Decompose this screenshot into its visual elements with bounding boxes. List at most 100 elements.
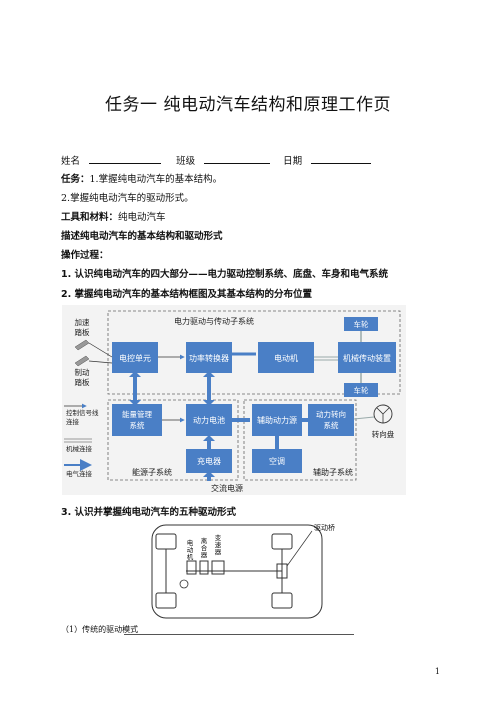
ecu-energy-mgmt-arrow-down bbox=[129, 400, 141, 406]
vehicle-outline bbox=[151, 524, 323, 619]
accel-pedal-label-1: 加速 bbox=[75, 317, 90, 327]
front-right-wheel bbox=[271, 533, 293, 550]
task-line-1: 任务：1.掌握纯电动汽车的基本结构。 bbox=[61, 171, 222, 185]
step-1: 1. 认识纯电动汽车的四大部分——电力驱动控制系统、底盘、车身和电气系统 bbox=[61, 269, 389, 280]
ac-box bbox=[252, 449, 302, 473]
name-label: 姓名 bbox=[61, 156, 81, 167]
rear-right-wheel bbox=[271, 592, 293, 609]
steering-wheel-spoke-2 bbox=[382, 407, 390, 415]
drive-axle-block bbox=[276, 563, 288, 579]
task-label: 任务： bbox=[61, 174, 90, 185]
class-field[interactable] bbox=[204, 154, 271, 164]
steering-wheel-label: 转向盘 bbox=[372, 429, 395, 439]
clutch-label-1: 离 bbox=[201, 536, 208, 545]
page-number: 1 bbox=[434, 667, 440, 676]
gearbox-block bbox=[211, 560, 225, 575]
energy-mgmt-box bbox=[112, 404, 162, 436]
drive-axle-label: 驱动桥 bbox=[314, 523, 335, 532]
motor-label-2: 动 bbox=[187, 546, 194, 554]
class-label: 班级 bbox=[176, 156, 196, 167]
task-item-2: 2.掌握纯电动汽车的驱动形式。 bbox=[61, 193, 194, 204]
section-heading: 描述纯电动汽车的基本结构和驱动形式 bbox=[61, 231, 223, 242]
ev-block-diagram: 电力驱动与传动子系统 能源子系统 辅助子系统 加速 踏板 制动 踏板 控制信号线… bbox=[62, 305, 406, 495]
aux-subsystem-frame bbox=[243, 399, 357, 481]
motor-block bbox=[186, 560, 197, 575]
wheel-bottom-label: 车轮 bbox=[354, 385, 369, 395]
front-left-wheel bbox=[155, 533, 177, 550]
ecu-label: 电控单元 bbox=[119, 353, 151, 363]
steering-wheel-spoke-1 bbox=[376, 407, 384, 415]
wheel-bottom-box bbox=[344, 383, 378, 397]
drive-axle-leader bbox=[286, 530, 313, 567]
traditional-drive-diagram: 电 动 机 离 合 器 变 速 器 驱动桥 bbox=[151, 523, 335, 619]
battery-converter-arrow-up bbox=[203, 371, 215, 377]
caption-1: （1）传统的驱动模式 bbox=[61, 625, 139, 634]
date-field[interactable] bbox=[311, 154, 372, 164]
charger-battery-arrow bbox=[203, 435, 215, 441]
motor-box bbox=[258, 342, 314, 373]
gearbox-label-1: 变 bbox=[215, 533, 222, 542]
caption-underline bbox=[124, 634, 354, 635]
converter-label: 功率转换器 bbox=[189, 353, 229, 363]
energy-mgmt-label-1: 能量管理 bbox=[122, 409, 152, 419]
process-label: 操作过程： bbox=[61, 250, 109, 261]
energy-mgmt-label-2: 系统 bbox=[130, 420, 145, 430]
name-field[interactable] bbox=[89, 154, 162, 164]
wheel-top-label: 车轮 bbox=[354, 319, 369, 329]
small-circle-icon bbox=[179, 579, 189, 589]
aux-power-box bbox=[252, 404, 302, 436]
gearbox-label-3: 器 bbox=[215, 548, 222, 556]
tools-value: 纯电动汽车 bbox=[118, 212, 166, 223]
clutch-label-3: 器 bbox=[201, 551, 208, 559]
gearbox-label-2: 速 bbox=[215, 541, 222, 549]
battery-box bbox=[186, 404, 232, 436]
ac-label: 空调 bbox=[269, 456, 285, 466]
ac-source-charger-arrow bbox=[203, 471, 215, 477]
accel-signal-line bbox=[88, 342, 113, 358]
charger-label: 充电器 bbox=[197, 456, 221, 466]
charger-box bbox=[186, 449, 232, 473]
ecu-energy-mgmt-arrow-up bbox=[129, 371, 141, 377]
form-row: 姓名 班级 日期 bbox=[61, 153, 372, 167]
brake-pedal-label-2: 踏板 bbox=[75, 377, 90, 387]
motor-label-1: 电 bbox=[187, 538, 194, 547]
steering-system-box bbox=[308, 404, 354, 436]
transmission-box bbox=[338, 342, 396, 373]
ecu-box bbox=[112, 342, 158, 373]
legend-elec-label: 电气连接 bbox=[66, 469, 93, 478]
battery-label: 动力电池 bbox=[193, 415, 225, 425]
drive-subsystem-label: 电力驱动与传动子系统 bbox=[174, 316, 254, 326]
energy-subsystem-frame bbox=[107, 399, 239, 481]
brake-pedal-label-1: 制动 bbox=[75, 367, 90, 377]
tools-line: 工具和材料：纯电动汽车 bbox=[61, 209, 166, 223]
drive-subsystem-frame bbox=[107, 310, 401, 395]
transmission-label: 机械传动装置 bbox=[343, 353, 391, 363]
accel-pedal-label-2: 踏板 bbox=[75, 327, 90, 337]
steering-link bbox=[353, 416, 375, 420]
battery-converter-arrow-down bbox=[203, 400, 215, 406]
energy-subsystem-label: 能源子系统 bbox=[132, 467, 172, 477]
steering-system-label-2: 系统 bbox=[324, 420, 339, 430]
step-3: 3. 认识并掌握纯电动汽车的五种驱动形式 bbox=[61, 507, 237, 518]
aux-subsystem-label: 辅助子系统 bbox=[313, 467, 353, 477]
aux-power-label: 辅助动力源 bbox=[257, 415, 297, 425]
task-item-1: 1.掌握纯电动汽车的基本结构。 bbox=[89, 174, 223, 185]
rear-left-wheel bbox=[155, 592, 177, 609]
steering-system-label-1: 动力转向 bbox=[316, 409, 346, 419]
step-2: 2. 掌握纯电动汽车的基本结构框图及其基本结构的分布位置 bbox=[61, 289, 313, 300]
motor-label: 电动机 bbox=[274, 353, 298, 363]
page-title: 任务一 纯电动汽车结构和原理工作页 bbox=[105, 95, 391, 115]
brake-signal-line bbox=[88, 360, 113, 364]
tools-label: 工具和材料： bbox=[61, 212, 119, 223]
legend-control-label-2: 连接 bbox=[66, 417, 80, 426]
wheel-top-box bbox=[344, 317, 378, 331]
legend-mech-label: 机械连接 bbox=[66, 444, 93, 453]
clutch-label-2: 合 bbox=[201, 543, 208, 552]
clutch-block bbox=[199, 560, 209, 575]
date-label: 日期 bbox=[283, 156, 303, 167]
brake-pedal-icon bbox=[74, 355, 90, 367]
converter-box bbox=[186, 342, 232, 373]
legend-control-label-1: 控制信号线 bbox=[66, 408, 99, 417]
ac-source-label: 交流电源 bbox=[211, 483, 243, 493]
motor-label-3: 机 bbox=[187, 552, 194, 561]
